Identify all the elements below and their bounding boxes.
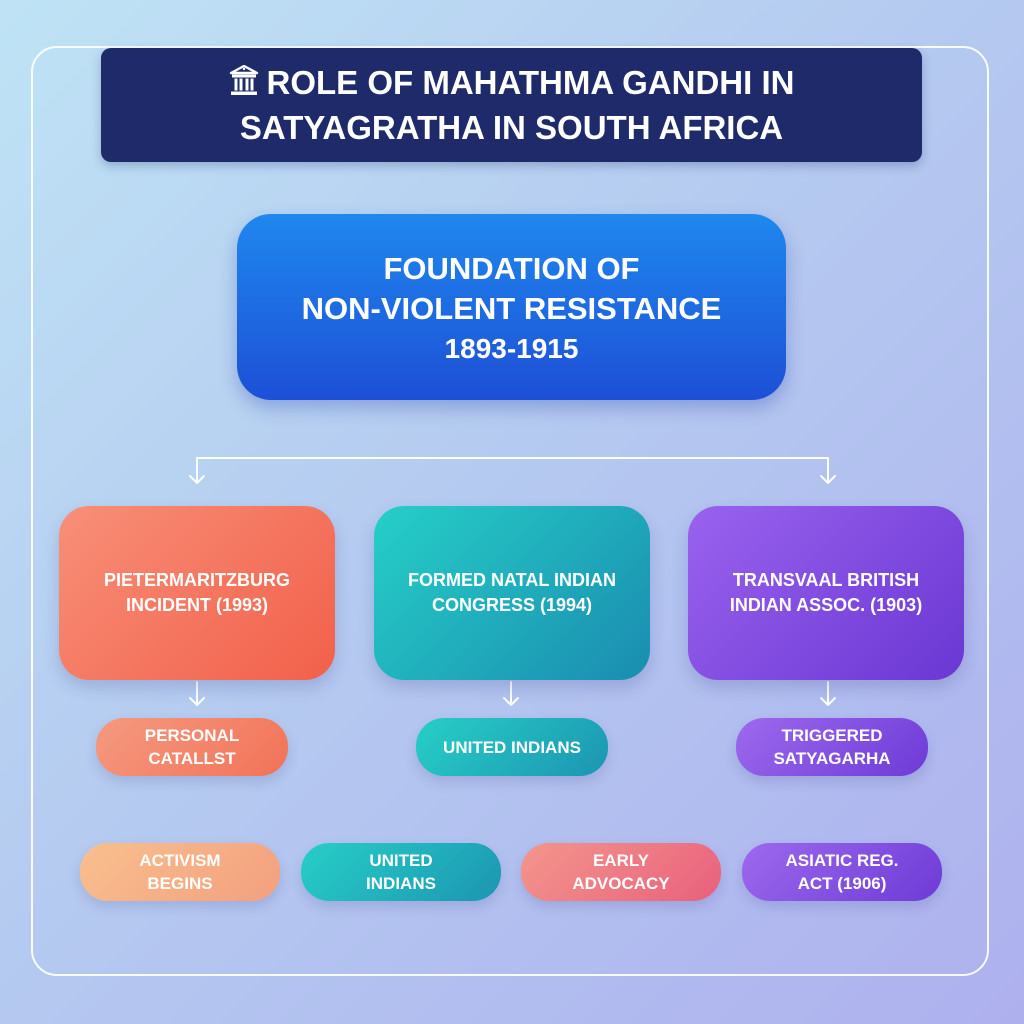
tag-united-indians: UNITED INDIANS [301,843,501,901]
result-pill-triggered-satyagraha: TRIGGERED SATYAGARHA [736,718,928,776]
title-text: Role of Mahathma Gandhi in Satyagratha i… [239,63,795,146]
main-node-years: 1893-1915 [444,333,579,364]
result-pill-label: UNITED INDIANS [443,737,581,757]
branch-node-pietermaritzburg: PIETERMARITZBURG INCIDENT (1993) [59,506,335,680]
result-pill-personal-catalyst: PERSONAL CATALLST [96,718,288,776]
main-node: FOUNDATION OF NON-VIOLENT RESISTANCE 189… [237,214,786,400]
connector-left-arrowhead [189,475,205,484]
result-pill-united-indians: UNITED INDIANS [416,718,608,776]
tag-activism-begins: ACTIVISM BEGINS [80,843,280,901]
connector-branch-2-arrowhead [503,697,519,706]
branch-node-label: TRANSVAAL BRITISH INDIAN ASSOC. (1903) [729,570,923,615]
main-node-line-2: NON-VIOLENT RESISTANCE [301,291,722,326]
connector-branch-1-arrowhead [189,697,205,706]
tag-label: UNITED INDIANS [366,851,436,893]
tag-early-advocacy: EARLY ADVOCACY [521,843,721,901]
branch-node-label: FORMED NATAL INDIAN CONGRESS (1994) [408,570,616,615]
branch-node-natal-congress: FORMED NATAL INDIAN CONGRESS (1994) [374,506,650,680]
connector-branch-3-arrowhead [820,697,836,706]
tag-asiatic-registration-act: ASIATIC REG. ACT (1906) [742,843,942,901]
diagram-frame [31,46,989,976]
building-columns-icon [229,64,259,107]
branch-node-transvaal-association: TRANSVAAL BRITISH INDIAN ASSOC. (1903) [688,506,964,680]
page-title: Role of Mahathma Gandhi in Satyagratha i… [152,62,872,149]
tag-label: EARLY ADVOCACY [572,851,670,893]
connector-right-arrowhead [820,475,836,484]
tag-label: ACTIVISM BEGINS [139,851,221,893]
result-pill-label: PERSONAL CATALLST [144,726,240,768]
main-node-line-1: FOUNDATION OF [383,251,640,286]
result-pill-label: TRIGGERED SATYAGARHA [773,726,891,768]
title-banner: Role of Mahathma Gandhi in Satyagratha i… [101,48,922,162]
tag-label: ASIATIC REG. ACT (1906) [785,851,899,893]
branch-node-label: PIETERMARITZBURG INCIDENT (1993) [104,570,290,615]
